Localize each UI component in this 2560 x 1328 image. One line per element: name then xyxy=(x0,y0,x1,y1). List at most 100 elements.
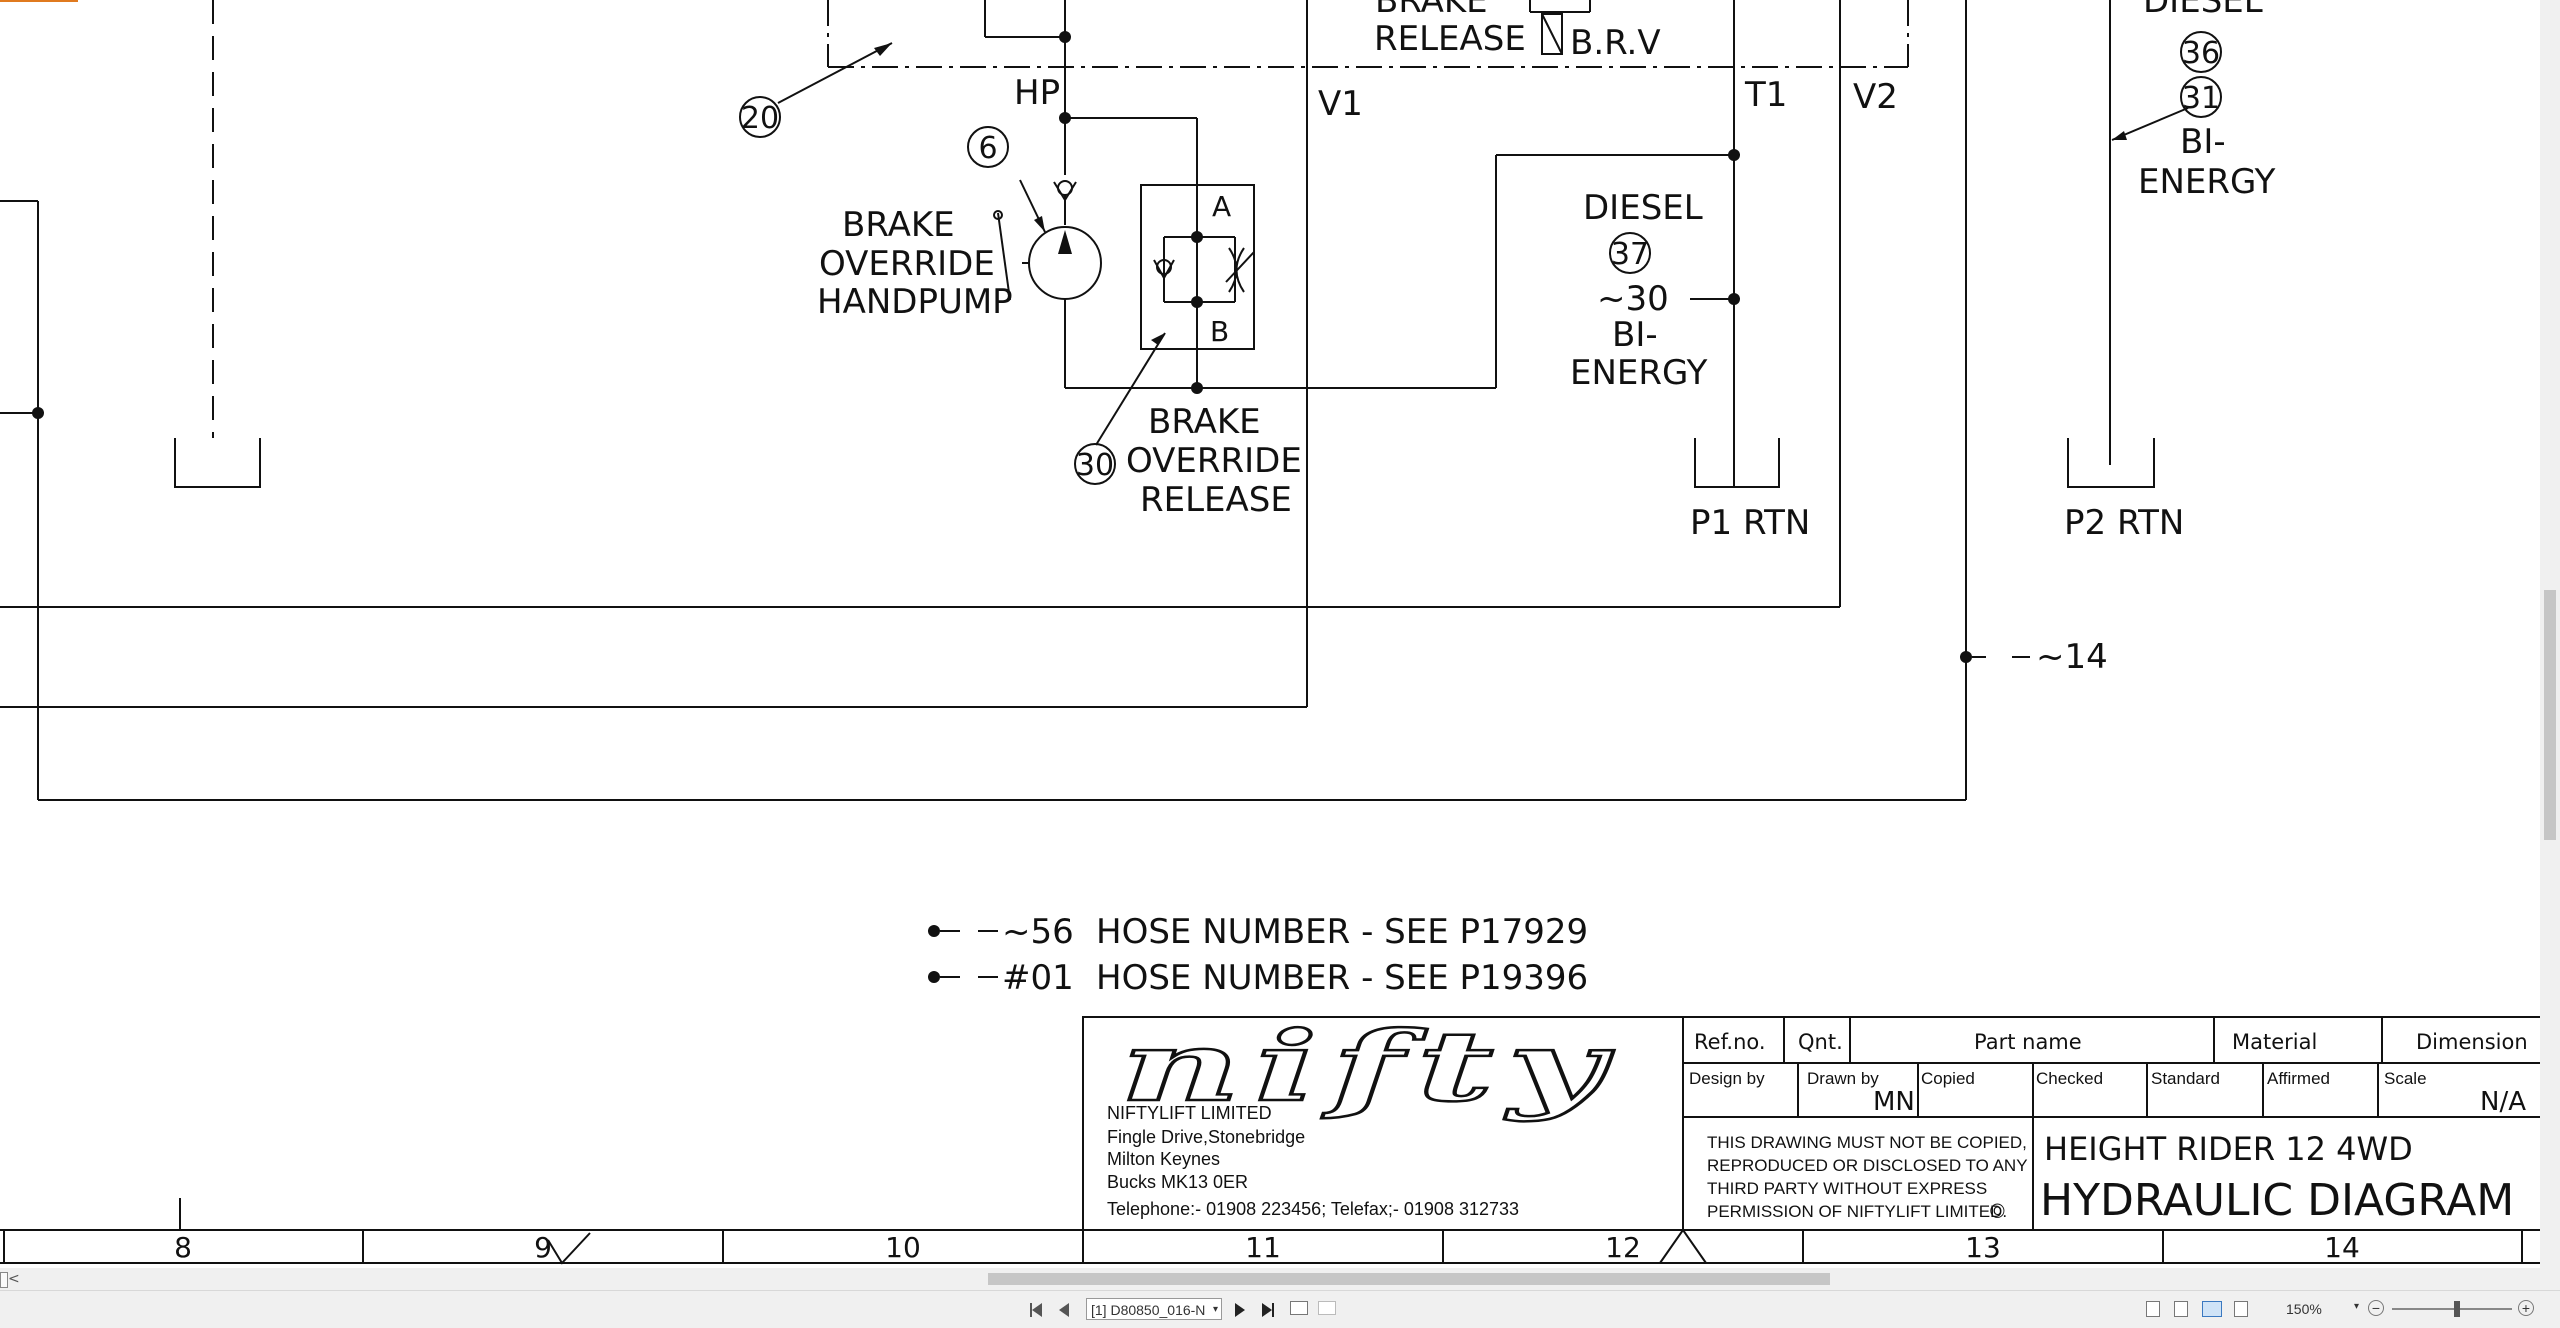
last-page-icon xyxy=(1262,1303,1272,1317)
next-page-icon xyxy=(1235,1303,1245,1317)
compare-pages-icon[interactable] xyxy=(1318,1301,1336,1315)
single-page-view-icon[interactable] xyxy=(2146,1301,2160,1317)
v1-label: V1 xyxy=(1318,84,1363,124)
release-label-3: RELEASE xyxy=(1140,480,1292,520)
brv-label: B.R.V xyxy=(1570,23,1661,63)
corner-marker xyxy=(0,0,78,2)
release-label-2: OVERRIDE xyxy=(1126,441,1302,481)
logo-text: nifty xyxy=(1120,1010,1618,1123)
copyright-line-3: THIRD PARTY WITHOUT EXPRESS xyxy=(1707,1179,1987,1198)
header-dimension: Dimension xyxy=(2416,1030,2528,1054)
p1-rtn-label: P1 RTN xyxy=(1690,503,1810,543)
energy-label-mid: ENERGY xyxy=(1570,353,1708,393)
zoom-in-button[interactable]: + xyxy=(2518,1300,2534,1316)
hose-30-label: ~30 xyxy=(1597,279,1669,319)
two-page-view-icon[interactable] xyxy=(2202,1301,2222,1317)
scale-label: Scale xyxy=(2384,1069,2427,1088)
diesel-label-mid: DIESEL xyxy=(1583,188,1703,228)
balloon-31: 31 xyxy=(2182,81,2220,116)
copied-label: Copied xyxy=(1921,1069,1975,1088)
copyright-icon: © xyxy=(1990,1201,2005,1223)
diesel-label-top: DIESEL xyxy=(2143,0,2263,21)
zone-9: 9 xyxy=(534,1231,552,1264)
zone-8: 8 xyxy=(174,1231,192,1264)
header-part-name: Part name xyxy=(1974,1030,2082,1054)
zone-11: 11 xyxy=(1245,1231,1281,1264)
energy-label-top: ENERGY xyxy=(2138,162,2276,202)
zoom-level[interactable]: 150% xyxy=(2286,1301,2322,1317)
address-line-2: Milton Keynes xyxy=(1107,1149,1220,1169)
standard-label: Standard xyxy=(2151,1069,2220,1088)
drawn-by-value: MN xyxy=(1873,1087,1915,1117)
last-page-button[interactable] xyxy=(1258,1300,1278,1320)
legend-code-1: ~56 xyxy=(1002,912,1074,952)
balloon-20: 20 xyxy=(741,101,779,136)
title-block xyxy=(0,1016,2540,1265)
copy-pages-icon[interactable] xyxy=(1290,1301,1308,1315)
port-a-label: A xyxy=(1212,190,1231,223)
drawn-by-label: Drawn by xyxy=(1807,1069,1879,1088)
vertical-scroll-thumb[interactable] xyxy=(2544,590,2556,840)
header-material: Material xyxy=(2232,1030,2317,1054)
bi-label-top: BI- xyxy=(2180,122,2226,162)
nifty-logo: nifty xyxy=(1119,1009,1618,1125)
split-view-icon[interactable] xyxy=(2234,1301,2248,1317)
drawing-subtitle: HEIGHT RIDER 12 4WD xyxy=(2044,1130,2413,1168)
zoom-slider-track[interactable] xyxy=(2392,1308,2512,1310)
last-page-bar-icon xyxy=(1272,1303,1274,1317)
release-label: RELEASE xyxy=(1374,19,1526,59)
status-bar: [1] D80850_016-N ▾ 150% ▾ − + xyxy=(0,1290,2560,1328)
company-name: NIFTYLIFT LIMITED xyxy=(1107,1103,1272,1123)
zone-14: 14 xyxy=(2324,1231,2360,1264)
drawing-title: HYDRAULIC DIAGRAM xyxy=(2040,1175,2514,1226)
hose-14-label: ~14 xyxy=(2036,637,2108,677)
header-ref-no: Ref.no. xyxy=(1694,1030,1766,1054)
port-b-label: B xyxy=(1210,315,1229,348)
handpump-label-3: HANDPUMP xyxy=(817,282,1013,322)
hydraulic-diagram: BRAKE RELEASE B.R.V HP V1 T1 V2 DIESEL B… xyxy=(0,0,2540,1265)
zoom-dropdown-icon[interactable]: ▾ xyxy=(2354,1301,2360,1312)
hose-legend: ~56 HOSE NUMBER - SEE P17929 #01 HOSE NU… xyxy=(940,912,1588,998)
copyright-line-1: THIS DRAWING MUST NOT BE COPIED, xyxy=(1707,1133,2027,1152)
first-page-icon xyxy=(1032,1303,1042,1317)
continuous-view-icon[interactable] xyxy=(2174,1301,2188,1317)
hp-label: HP xyxy=(1014,73,1060,113)
drawing-canvas[interactable]: BRAKE RELEASE B.R.V HP V1 T1 V2 DIESEL B… xyxy=(0,0,2540,1268)
chevron-down-icon: ▾ xyxy=(1212,1304,1218,1315)
zone-12: 12 xyxy=(1605,1231,1641,1264)
affirmed-label: Affirmed xyxy=(2267,1069,2330,1088)
horizontal-scrollbar[interactable] xyxy=(0,1268,2560,1290)
zone-13: 13 xyxy=(1965,1231,2001,1264)
address-line-1: Fingle Drive,Stonebridge xyxy=(1107,1127,1305,1147)
zoom-slider-thumb[interactable] xyxy=(2454,1301,2460,1317)
zone-10: 10 xyxy=(885,1231,921,1264)
header-qnt: Qnt. xyxy=(1798,1030,1843,1054)
page-selector[interactable]: [1] D80850_016-N ▾ xyxy=(1086,1298,1222,1320)
balloon-30: 30 xyxy=(1076,448,1114,483)
balloon-37: 37 xyxy=(1611,237,1649,272)
first-page-button[interactable] xyxy=(1026,1300,1046,1320)
scroll-marker-icon xyxy=(0,1272,8,1288)
copyright-line-4: PERMISSION OF NIFTYLIFT LIMITED. xyxy=(1707,1202,2007,1221)
next-page-button[interactable] xyxy=(1230,1300,1250,1320)
legend-text-1: HOSE NUMBER - SEE P17929 xyxy=(1096,912,1588,952)
handpump-label-1: BRAKE xyxy=(842,205,955,245)
first-page-bar-icon xyxy=(1030,1303,1032,1317)
zoom-out-button[interactable]: − xyxy=(2368,1300,2384,1316)
horizontal-scroll-thumb[interactable] xyxy=(988,1273,1830,1285)
phone-line: Telephone:- 01908 223456; Telefax;- 0190… xyxy=(1107,1199,1519,1219)
brake-label-top: BRAKE xyxy=(1375,0,1488,21)
t1-label: T1 xyxy=(1744,75,1787,115)
scale-value: N/A xyxy=(2480,1087,2526,1117)
scroll-left-icon[interactable]: < xyxy=(8,1271,20,1287)
legend-text-2: HOSE NUMBER - SEE P19396 xyxy=(1096,958,1588,998)
legend-code-2: #01 xyxy=(1002,958,1074,998)
prev-page-icon xyxy=(1059,1303,1069,1317)
bi-label-mid: BI- xyxy=(1612,315,1658,355)
copyright-line-2: REPRODUCED OR DISCLOSED TO ANY xyxy=(1707,1156,2028,1175)
vertical-scrollbar[interactable] xyxy=(2540,0,2560,1268)
prev-page-button[interactable] xyxy=(1054,1300,1074,1320)
balloon-36: 36 xyxy=(2182,36,2220,71)
balloon-6: 6 xyxy=(978,131,997,166)
address-line-3: Bucks MK13 0ER xyxy=(1107,1172,1248,1192)
